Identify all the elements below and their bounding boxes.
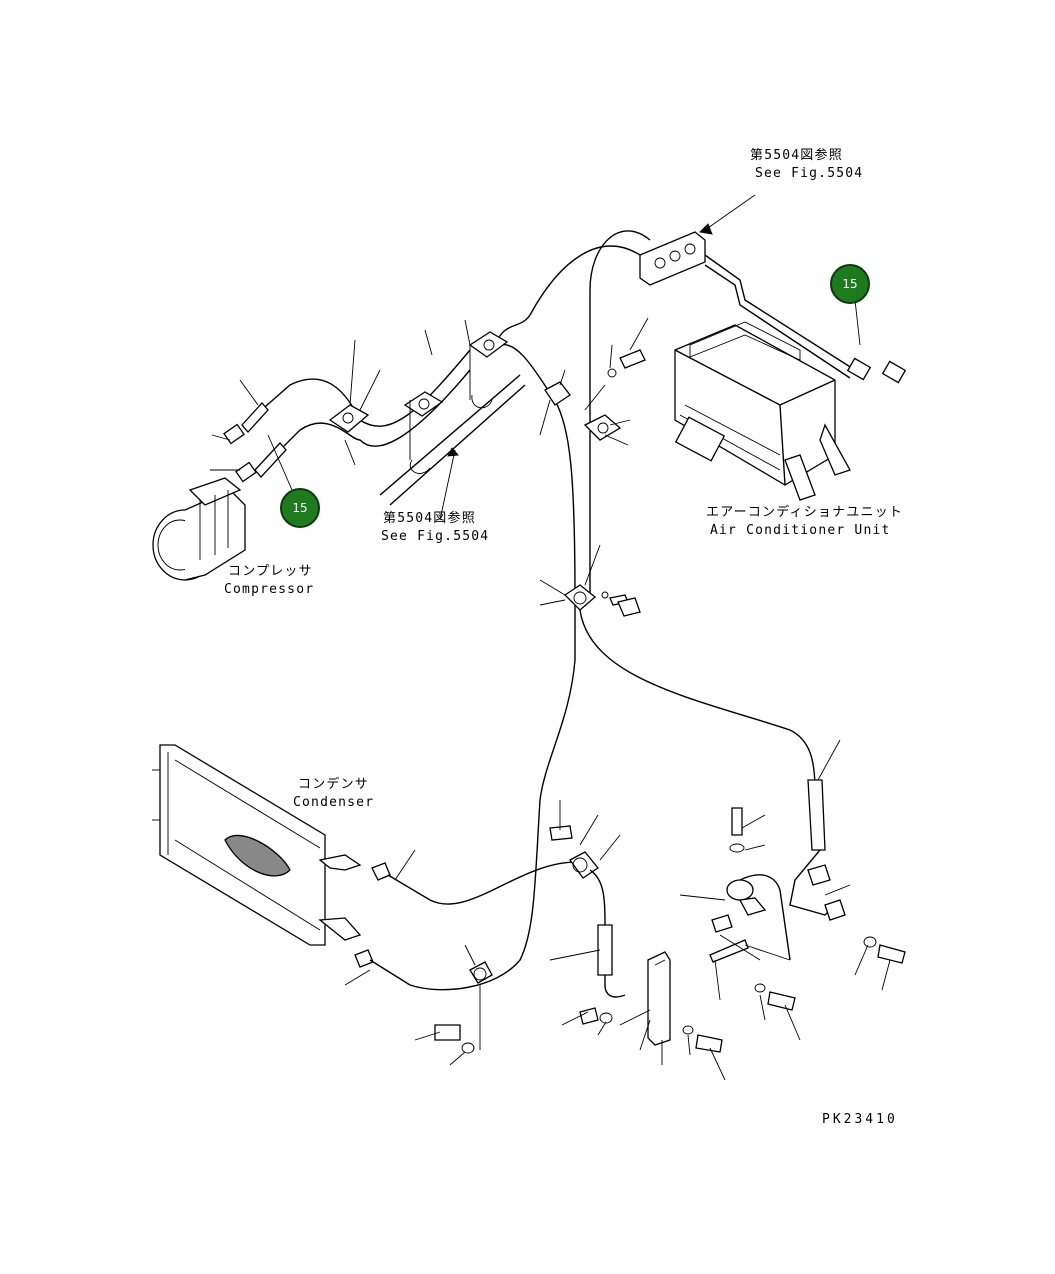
part-callout-15-ac-unit[interactable]: 15 [830,264,870,304]
compressor-body [152,477,246,581]
compressor-en-label: Compressor [224,582,315,597]
ac-reference-jp-label: 第5504図参照 [750,148,843,163]
ac-reference-en-label: See Fig.5504 [755,166,864,181]
ac-unit-jp-label: エアーコンディショナユニット [706,505,904,520]
upper-clamps [328,331,622,441]
mid-reference-jp-label: 第5504図参照 [383,511,476,526]
part-callout-15-compressor[interactable]: 15 [280,488,320,528]
receiver-drier [647,951,671,1046]
condenser-en-label: Condenser [293,795,375,810]
condenser-jp-label: コンデンサ [298,777,370,792]
condenser-body [152,744,362,946]
ac-unit-en-label: Air Conditioner Unit [710,523,891,538]
mid-reference-en-label: See Fig.5504 [381,529,490,544]
middle-clamp [539,544,641,617]
compressor-jp-label: コンプレッサ [228,564,313,579]
drawing-number-label: PK23410 [822,1112,898,1127]
air-conditioner-unit [674,321,851,501]
upper-connector-block [639,231,706,286]
